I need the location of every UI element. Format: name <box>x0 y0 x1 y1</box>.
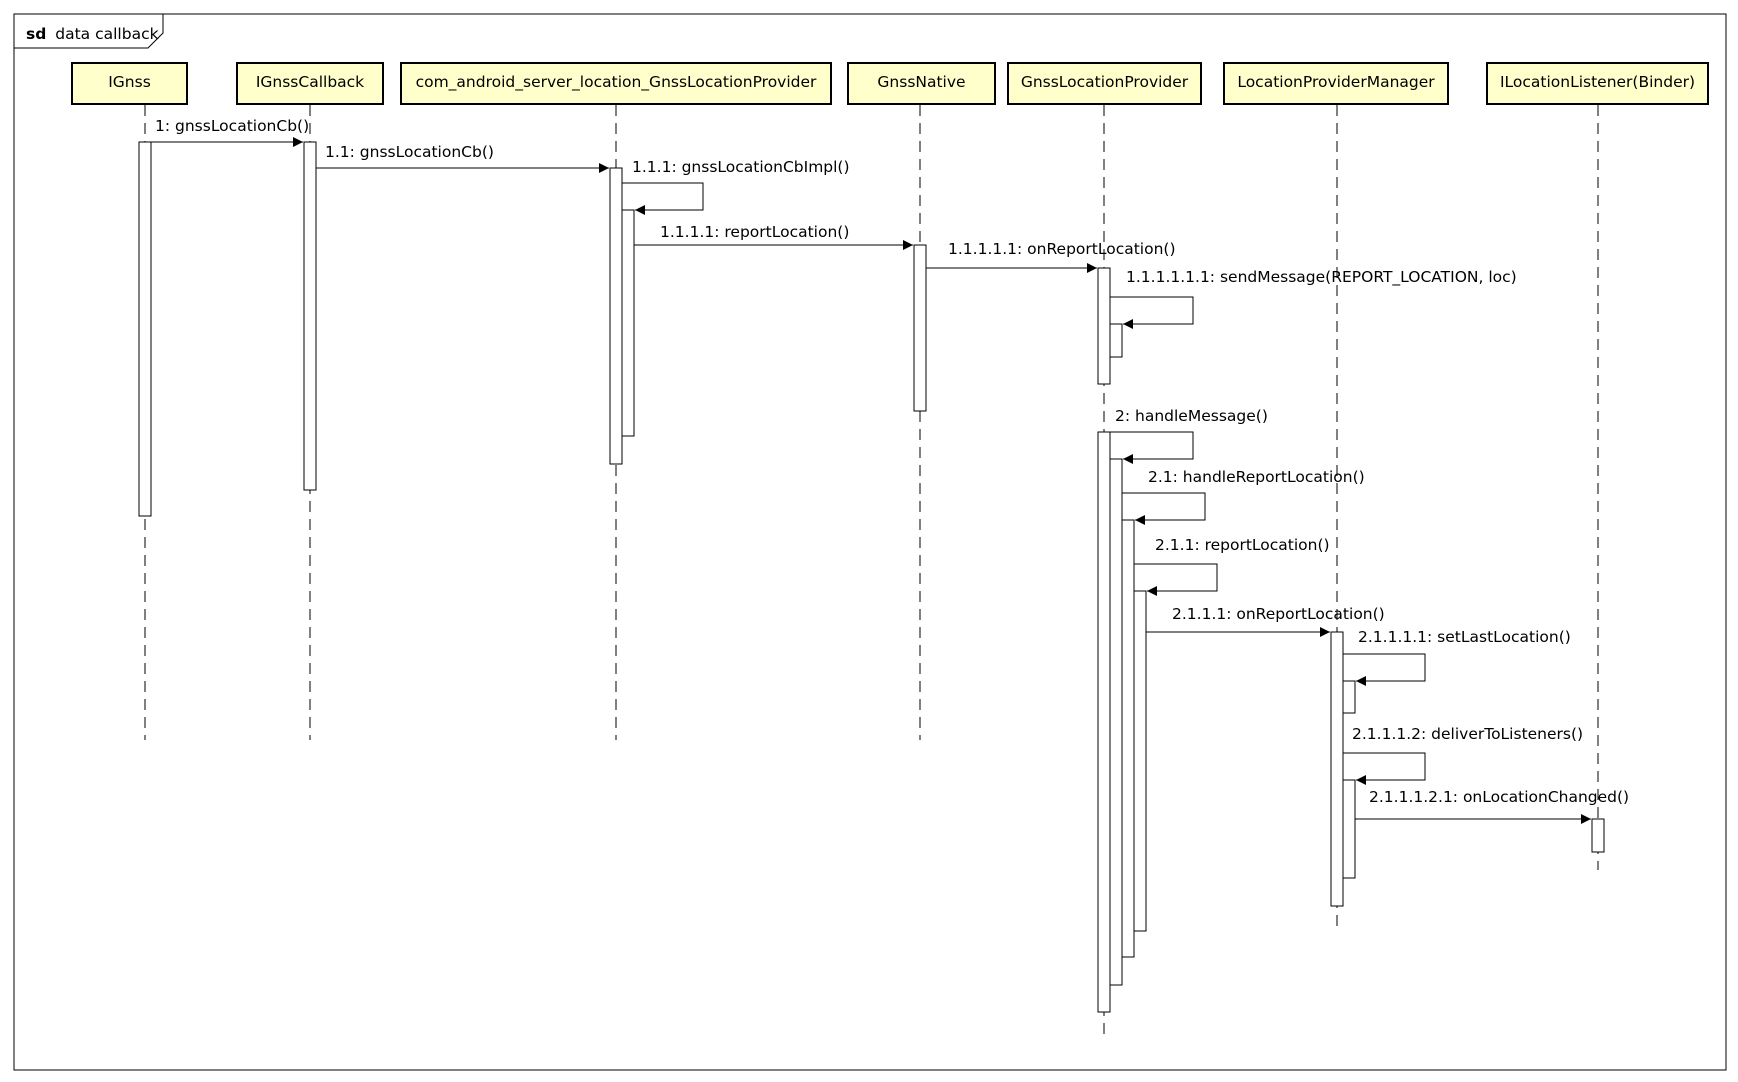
activation-bar <box>609 167 623 465</box>
participant-label: IGnss <box>108 73 151 91</box>
activation-bar <box>621 209 635 437</box>
message-label: 1.1.1.1.1: onReportLocation() <box>948 240 1176 258</box>
participant-ignsscallback: IGnssCallback <box>236 62 384 105</box>
participant-label: IGnssCallback <box>256 73 364 91</box>
participant-gnsslocationprovider: GnssLocationProvider <box>1007 62 1202 105</box>
participant-label: com_android_server_location_GnssLocation… <box>416 73 817 92</box>
participant-label: GnssLocationProvider <box>1021 73 1189 91</box>
activation-bar <box>138 141 152 517</box>
activations <box>138 141 1605 1013</box>
self-message-arrow <box>1110 296 1194 329</box>
activation-bar <box>1109 458 1123 986</box>
message-label: 2.1: handleReportLocation() <box>1148 468 1365 486</box>
activation-bar <box>1342 779 1356 879</box>
message-label: 1.1.1.1.1.1: sendMessage(REPORT_LOCATION… <box>1126 268 1517 287</box>
participant-ignss: IGnss <box>71 62 188 105</box>
activation-bar <box>1133 590 1147 932</box>
activation-bar <box>913 244 927 412</box>
message-label: 2: handleMessage() <box>1115 407 1268 425</box>
activation-bar <box>1097 267 1111 385</box>
activation-bar <box>1591 818 1605 853</box>
activation-bar <box>303 141 317 491</box>
message-labels: 1: gnssLocationCb() 1.1: gnssLocationCb(… <box>155 117 1629 806</box>
frame-name: data callback <box>55 25 158 43</box>
messages <box>151 137 1591 824</box>
participant-ilocationlistener: ILocationListener(Binder) <box>1486 62 1709 105</box>
activation-bar <box>1121 519 1135 958</box>
self-message-arrow <box>1343 653 1426 686</box>
self-message-arrow <box>622 182 704 215</box>
frame-border <box>13 13 1727 1071</box>
message-label: 1.1.1.1: reportLocation() <box>660 223 849 241</box>
message-label: 2.1.1.1.2.1: onLocationChanged() <box>1369 788 1629 806</box>
message-label: 1: gnssLocationCb() <box>155 117 309 135</box>
frame-tag: sd <box>26 25 46 43</box>
participant-gnssnative: GnssNative <box>847 62 996 105</box>
frame-tab <box>14 14 164 49</box>
participant-locationprovidermanager: LocationProviderManager <box>1223 62 1449 105</box>
participant-jni-provider: com_android_server_location_GnssLocation… <box>400 62 832 105</box>
participant-label: LocationProviderManager <box>1237 73 1435 91</box>
activation-bar <box>1330 631 1344 907</box>
participant-label: GnssNative <box>877 73 965 91</box>
activation-bar <box>1097 431 1111 1013</box>
message-label: 2.1.1.1: onReportLocation() <box>1172 605 1385 623</box>
message-label: 1.1.1: gnssLocationCbImpl() <box>632 158 850 176</box>
self-message-arrow <box>1343 752 1426 785</box>
message-label: 2.1.1: reportLocation() <box>1155 536 1330 554</box>
activation-bar <box>1342 680 1356 714</box>
message-label: 2.1.1.1.2: deliverToListeners() <box>1352 725 1583 743</box>
self-message-arrow <box>1122 492 1206 525</box>
self-message-arrow <box>1134 563 1218 596</box>
activation-bar <box>1109 323 1123 358</box>
frame-title: sd data callback <box>26 25 159 43</box>
participant-label: ILocationListener(Binder) <box>1500 73 1695 91</box>
message-label: 2.1.1.1.1: setLastLocation() <box>1358 628 1571 646</box>
participants: IGnss IGnssCallback com_android_server_l… <box>71 62 1709 105</box>
message-label: 1.1: gnssLocationCb() <box>325 143 494 161</box>
self-message-arrow <box>1110 431 1194 464</box>
